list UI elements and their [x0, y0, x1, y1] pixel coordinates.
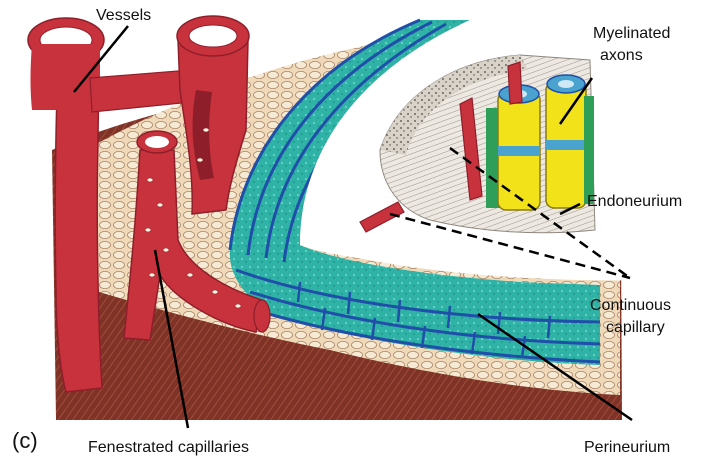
label-vessels: Vessels [96, 7, 151, 24]
label-continuous-capillary-1: Continuous [590, 297, 671, 314]
label-fenestrated-capillaries: Fenestrated capillaries [88, 439, 249, 456]
label-myelinated-axons-1: Myelinated [593, 25, 670, 42]
label-perineurium: Perineurium [584, 439, 670, 456]
panel-label: (c) [12, 428, 38, 453]
label-myelinated-axons-2: axons [600, 47, 643, 64]
label-endoneurium: Endoneurium [587, 193, 682, 210]
label-continuous-capillary-2: capillary [606, 319, 665, 336]
